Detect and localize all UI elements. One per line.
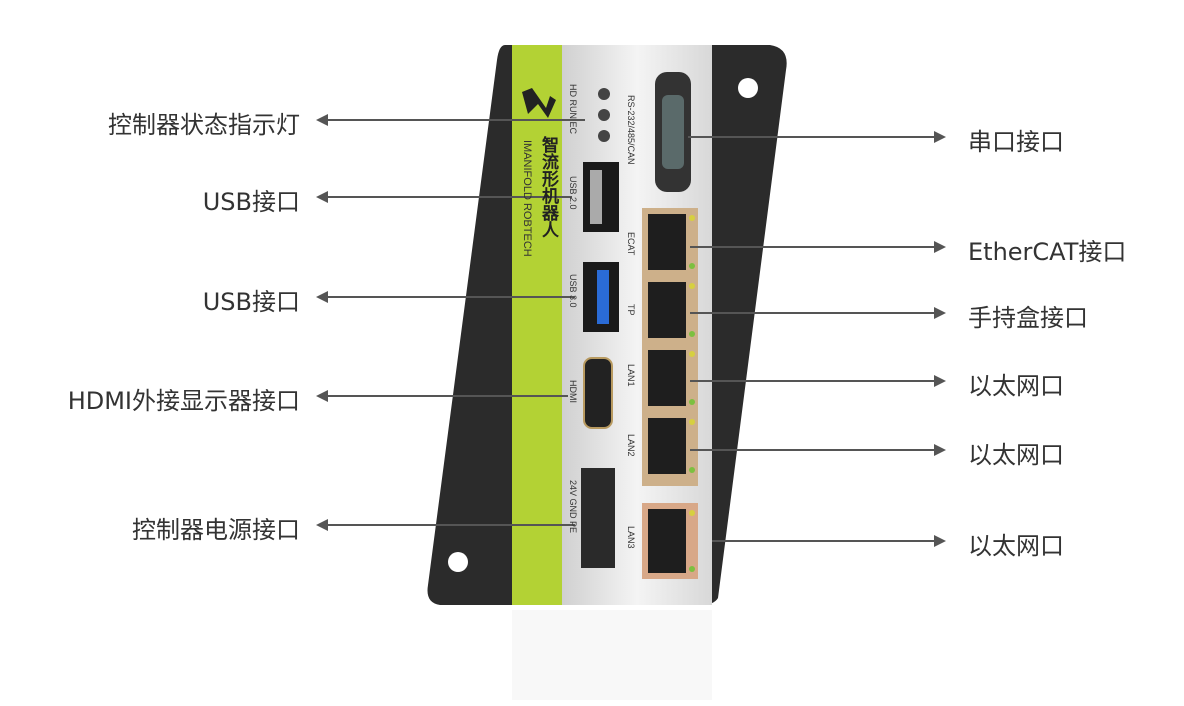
tp-label: TP — [626, 304, 636, 316]
callout-lan2: 以太网口 — [968, 441, 1064, 469]
ecat-port — [648, 214, 686, 270]
callout-usb2: USB接口 — [202, 188, 300, 216]
brand-strip — [512, 45, 562, 605]
callout-usb3: USB接口 — [202, 288, 300, 316]
ecat-label: ECAT — [626, 232, 636, 256]
brand-logo — [522, 88, 556, 118]
lan1-label: LAN1 — [626, 364, 636, 387]
lan1-port — [648, 350, 686, 406]
usb3-label: USB 3.0 — [568, 274, 578, 308]
port-leds — [689, 215, 695, 572]
callout-lan3: 以太网口 — [968, 532, 1064, 560]
callout-status-leds: 控制器状态指示灯 — [108, 111, 300, 139]
mounting-hole — [448, 552, 468, 572]
callout-arrows — [316, 114, 946, 547]
lan3-port — [648, 509, 686, 573]
status-leds — [598, 88, 610, 142]
callout-lan1: 以太网口 — [968, 372, 1064, 400]
lan2-label: LAN2 — [626, 434, 636, 457]
brand-name-en: IMANIFOLD ROBTECH — [521, 140, 533, 257]
serial-label: RS-232/485/CAN — [626, 95, 636, 165]
callout-ethercat: EtherCAT接口 — [968, 238, 1127, 266]
mounting-hole — [738, 78, 758, 98]
hdmi-port — [583, 357, 613, 429]
usb2-label: USB 2.0 — [568, 176, 578, 210]
callout-teach-pendant: 手持盒接口 — [968, 304, 1088, 332]
brand-name-cn: 智流形机器人 — [539, 136, 558, 238]
power-label: 24V GND PE — [568, 480, 578, 534]
callout-power: 控制器电源接口 — [132, 516, 300, 544]
power-terminal — [581, 468, 615, 568]
hdmi-label: HDMI — [568, 380, 578, 403]
lan3-label: LAN3 — [626, 526, 636, 549]
lan2-port — [648, 418, 686, 474]
callout-serial: 串口接口 — [968, 128, 1064, 156]
callout-hdmi: HDMI外接显示器接口 — [67, 387, 300, 415]
tp-port — [648, 282, 686, 338]
led-labels: HD RUN EC — [568, 84, 578, 135]
